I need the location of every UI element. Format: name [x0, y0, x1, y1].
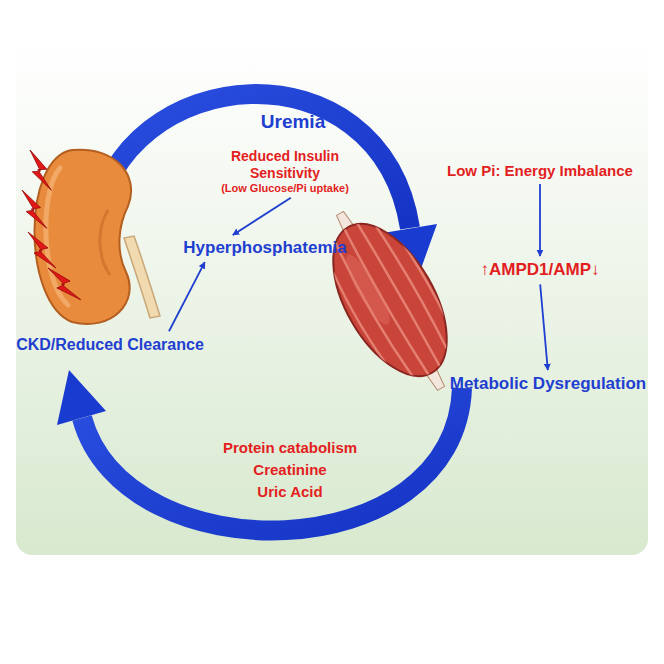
text-node: Metabolic Dysregulation	[447, 372, 649, 396]
cycle-arc	[82, 388, 462, 530]
node-text: Reduced Insulin Sensitivity	[213, 148, 357, 182]
metabolite-label: Protein catabolism	[220, 438, 360, 458]
cycle-arc	[95, 94, 410, 228]
node-text: CKD/Reduced Clearance	[16, 335, 204, 354]
arrow-connector	[540, 284, 548, 370]
metabolite-label: Creatinine	[250, 460, 329, 480]
node-text: Hyperphosphatemia	[183, 238, 346, 258]
text-node: Hyperphosphatemia	[180, 236, 349, 260]
node-subtext: (Low Glucose/Pi uptake)	[213, 182, 357, 195]
metabolite-label: Uric Acid	[254, 482, 325, 502]
arrow-connector	[233, 198, 291, 235]
arrow-connector	[539, 184, 541, 256]
text-node: Low Pi: Energy Imbalance	[444, 160, 636, 182]
node-text: ↑AMPD1/AMP↓	[480, 260, 599, 280]
text-node: Reduced Insulin Sensitivity(Low Glucose/…	[210, 146, 360, 197]
text-node: CKD/Reduced Clearance	[13, 333, 207, 356]
lightning-bolts	[19, 150, 81, 304]
node-text: Metabolic Dysregulation	[450, 374, 646, 394]
node-text: Low Pi: Energy Imbalance	[447, 162, 633, 180]
arrow-connector	[169, 262, 205, 331]
kidney-illustration	[35, 150, 161, 324]
text-node: ↑AMPD1/AMP↓	[477, 258, 602, 282]
cycle-arrowhead	[57, 370, 106, 425]
cycle-label: Uremia	[258, 110, 328, 135]
